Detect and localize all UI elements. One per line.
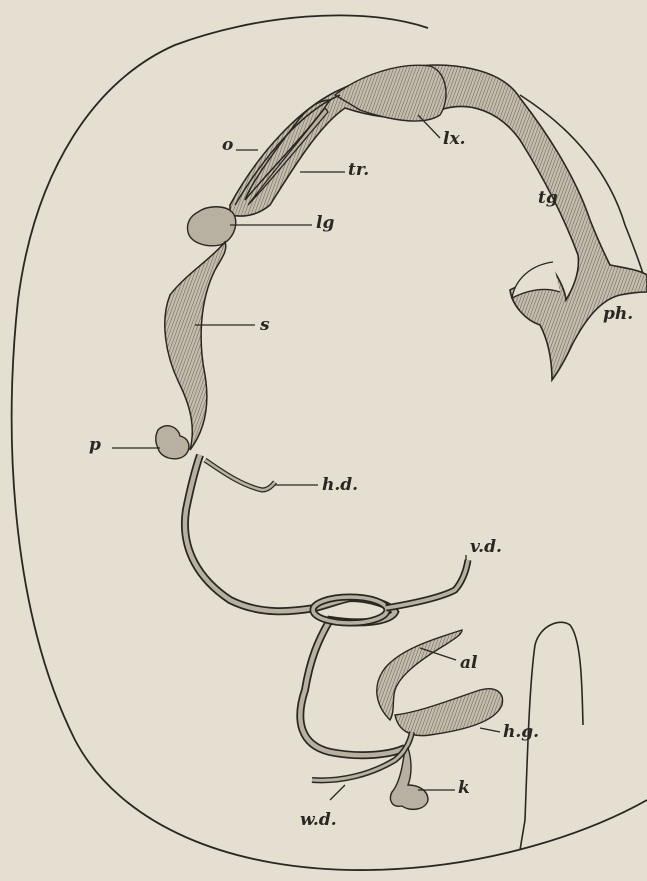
label-pharynx: ph. [603,306,633,323]
intestine [185,455,405,755]
hind-gut [395,689,503,736]
label-stomach: s [260,317,270,334]
stomach [165,242,226,450]
label-vitelline-duct: v.d. [470,539,502,556]
label-larynx: lx. [443,131,466,148]
label-wolffian-duct: w.d. [300,812,337,829]
label-hepatic-duct: h.d. [322,477,358,494]
label-lung: lg [316,215,334,232]
label-kidney: k [458,780,470,797]
trachea-inner [248,108,328,205]
label-tg: tg [538,190,558,207]
hepatic-duct [205,460,275,490]
larynx-swelling [335,65,446,121]
lung [187,207,235,246]
label-trachea: tr. [348,162,369,179]
label-pancreas: p [89,437,101,454]
label-allantois: al [460,655,477,672]
pancreas [156,426,189,459]
label-o: o [222,137,233,154]
label-hind-gut: h.g. [503,724,539,741]
